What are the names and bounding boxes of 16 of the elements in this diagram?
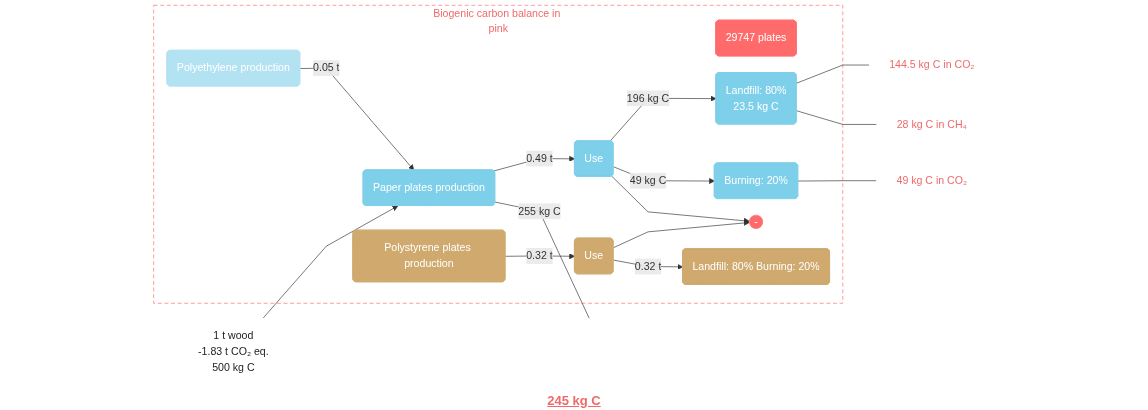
edge-label: 0.05 t [313,62,340,74]
edge-label: 0.32 t [634,260,662,272]
connector [494,201,590,319]
connector [796,110,878,125]
edge-label: 0.32 t [526,250,553,262]
node-text: 1 t wood -1.83 t CO₂ eq. 500 kg C [198,330,269,374]
node-text: 49 kg C in CO₂ [896,174,968,187]
connector [796,64,870,84]
node-text: 28 kg C in CH₄ [896,118,967,130]
edge-label: 49 kg C [629,174,667,187]
edge-label: 0.49 t [526,152,553,164]
node-text: 144.5 kg C in CO₂ [889,59,975,71]
node-circle: - [748,214,764,229]
edge-label: 196 kg C [626,92,670,104]
carbon-note: 245 kg C [547,393,601,408]
edge-label: 255 kg C [518,205,561,217]
